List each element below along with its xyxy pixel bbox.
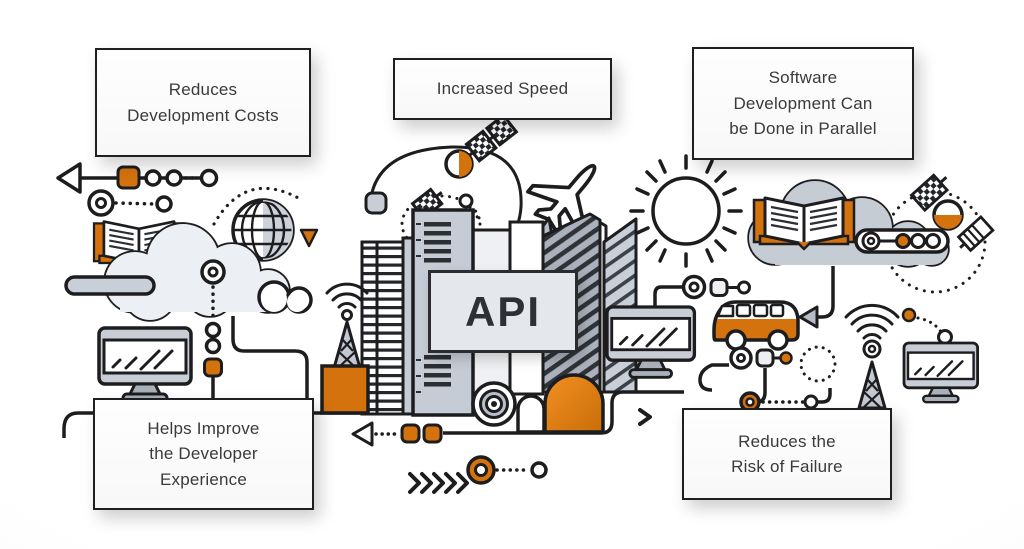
bus-icon — [712, 300, 800, 351]
benefit-box-increased-speed: Increased Speed — [393, 58, 612, 120]
bottom-connector — [443, 390, 684, 435]
benefit-box-reduces-development-costs: Reduces Development Costs — [95, 48, 311, 157]
cloud-bump — [257, 280, 313, 314]
monitor-right-group — [901, 307, 979, 404]
target-node-icon — [200, 259, 226, 285]
target-node-icon — [862, 339, 882, 359]
target-dotted-connector — [87, 189, 173, 217]
circuit-mid-right — [698, 345, 837, 413]
benefit-box-reduces-risk-of-failure: Reduces the Risk of Failure — [682, 408, 892, 500]
open-book-right-icon — [752, 196, 856, 251]
orange-dome — [543, 373, 605, 434]
api-label-panel: API — [428, 270, 578, 353]
cloud-left-icon — [64, 222, 313, 322]
left-arrowhead-icon — [798, 305, 819, 329]
satellite-right-icon — [909, 173, 995, 253]
globe-icon — [212, 186, 319, 262]
benefit-box-software-development-parallel: Software Development Can be Done in Para… — [692, 47, 914, 160]
chevron-right-icon — [638, 408, 652, 426]
conveyor-icon — [854, 228, 950, 254]
cloud-bar — [64, 275, 156, 296]
sun-icon — [629, 154, 743, 268]
rounded-node — [364, 191, 388, 215]
wifi-tower-right — [844, 303, 900, 410]
cloud-drop-connector — [62, 285, 309, 438]
wifi-icon — [325, 282, 369, 309]
gear-target-icon — [471, 381, 517, 427]
benefit-box-helps-improve-developer-experience: Helps Improve the Developer Experience — [93, 398, 314, 510]
satellite-icon — [410, 113, 519, 220]
monitor-right-icon — [902, 341, 979, 404]
bottom-left-arrow-connector — [351, 421, 443, 447]
cloud-right-connector — [798, 266, 835, 329]
chevron-arrows — [408, 472, 469, 494]
orange-station — [320, 282, 370, 415]
down-triangle-icon — [299, 228, 319, 248]
radio-tower-icon — [332, 320, 362, 370]
dotted-arc — [212, 186, 304, 226]
left-arrow-connector — [56, 162, 219, 194]
orange-target-connector — [466, 455, 548, 485]
monitor-left-icon — [97, 326, 193, 404]
orange-block-building — [320, 364, 370, 415]
radio-tower-icon — [857, 360, 887, 410]
left-arrowhead-icon — [56, 162, 82, 194]
dome-icon — [516, 373, 605, 434]
orange-node — [116, 165, 141, 190]
orange-node — [203, 357, 223, 378]
circuit-top-right — [653, 274, 751, 307]
